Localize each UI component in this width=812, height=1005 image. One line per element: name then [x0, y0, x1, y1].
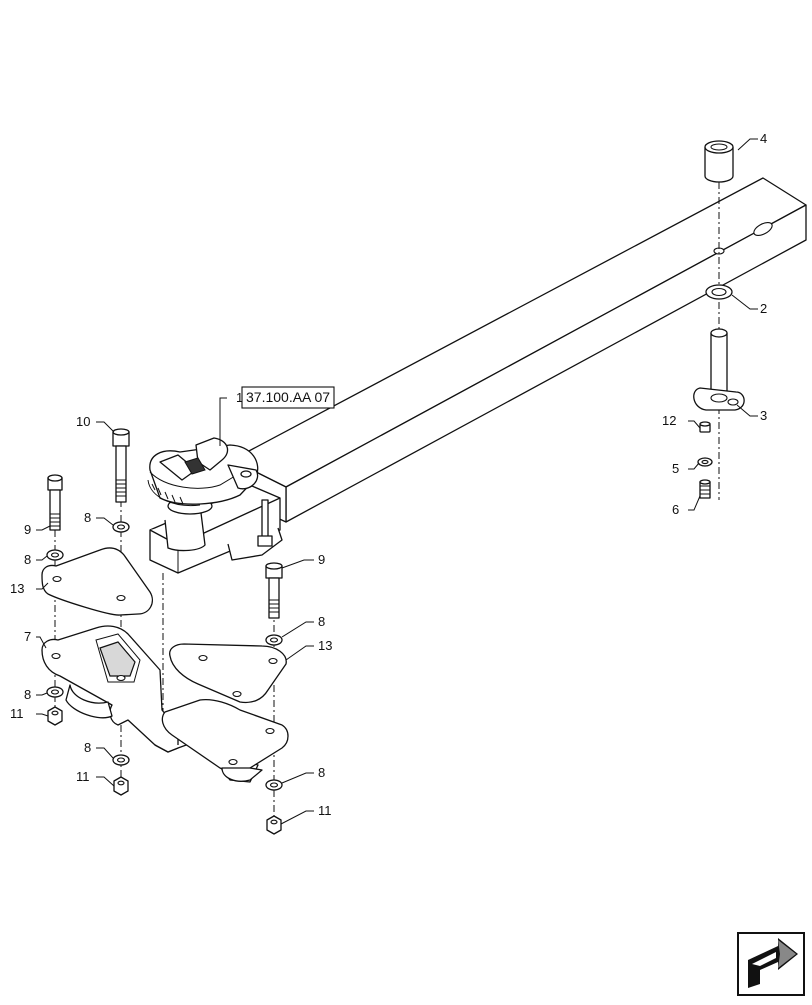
callout-8-c[interactable]: 8	[24, 687, 31, 702]
bolt-part-10	[112, 428, 130, 503]
callout-12[interactable]: 12	[662, 413, 676, 428]
nut-part-11-c	[266, 815, 282, 835]
callout-6[interactable]: 6	[672, 502, 679, 517]
callout-10[interactable]: 10	[76, 414, 90, 429]
next-page-arrow-icon[interactable]	[737, 932, 805, 996]
nut-part-12	[699, 421, 711, 433]
callout-5[interactable]: 5	[672, 461, 679, 476]
callout-7[interactable]: 7	[24, 629, 31, 644]
lower-clamp-plate	[161, 698, 289, 782]
plate-part-13-left	[41, 547, 153, 616]
callout-9-left[interactable]: 9	[24, 522, 31, 537]
callout-13-right[interactable]: 13	[318, 638, 332, 653]
callout-9-center[interactable]: 9	[318, 552, 325, 567]
nut-part-11-a	[47, 706, 63, 726]
callout-11-c[interactable]: 11	[318, 803, 332, 818]
washer-part-8-b	[46, 549, 64, 561]
hitch-assembly-part-1	[147, 437, 283, 574]
callout-13-left[interactable]: 13	[10, 581, 24, 596]
callout-4[interactable]: 4	[760, 131, 767, 146]
callout-3[interactable]: 3	[760, 408, 767, 423]
bolt-part-9-left	[47, 474, 63, 531]
callout-8-b[interactable]: 8	[24, 552, 31, 567]
callout-11-b[interactable]: 11	[76, 769, 90, 784]
washer-part-8-f	[265, 779, 283, 791]
reference-callout-number: 1	[236, 390, 243, 405]
callout-labels: 4 2 3 12 5 6 10 9 8 8 13 7 8 11 8 11 9 8…	[10, 131, 767, 818]
bolt-part-9-center	[265, 562, 283, 619]
callout-8-a[interactable]: 8	[84, 510, 91, 525]
pin-part-3	[693, 328, 745, 411]
callout-8-f[interactable]: 8	[318, 765, 325, 780]
washer-part-5	[697, 457, 713, 467]
reference-box	[241, 386, 335, 409]
nut-part-11-b	[113, 776, 129, 796]
callout-8-d[interactable]: 8	[84, 740, 91, 755]
callout-2[interactable]: 2	[760, 301, 767, 316]
washer-part-8-e	[265, 634, 283, 646]
washer-part-8-c	[46, 686, 64, 698]
washer-part-8-d	[112, 754, 130, 766]
reference-code[interactable]: 37.100.AA 07	[246, 389, 330, 405]
callout-8-e[interactable]: 8	[318, 614, 325, 629]
washer-part-8-a	[112, 521, 130, 533]
washer-part-2	[705, 284, 733, 300]
bracket-part-7	[41, 625, 259, 783]
bushing-part-4	[704, 140, 734, 183]
reference-callout: 1 37.100.AA 07	[219, 386, 335, 446]
bolt-part-6	[699, 479, 711, 499]
callout-11-a[interactable]: 11	[10, 706, 24, 721]
plate-part-13-right	[169, 643, 287, 704]
callout-leaders	[36, 138, 758, 825]
